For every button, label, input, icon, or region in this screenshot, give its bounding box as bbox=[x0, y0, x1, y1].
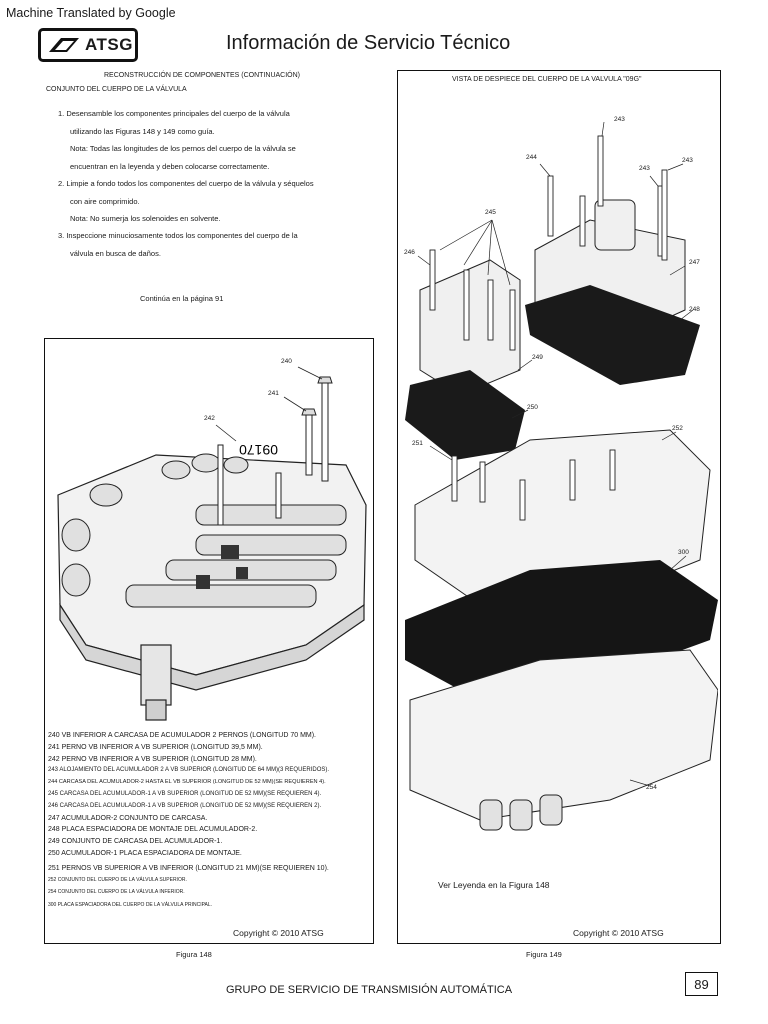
logo-text: ATSG bbox=[85, 35, 133, 54]
step-line: con aire comprimido. bbox=[70, 197, 140, 206]
legend-item: 252 CONJUNTO DEL CUERPO DE LA VÁLVULA SU… bbox=[48, 876, 187, 883]
figure-148-label: Figura 148 bbox=[176, 950, 212, 959]
callout-240: 240 bbox=[281, 358, 292, 365]
step-line: 2. Limpie a fondo todos los componentes … bbox=[58, 179, 314, 188]
machine-translated-label: Machine Translated by Google bbox=[6, 6, 176, 20]
figure-149-label: Figura 149 bbox=[526, 950, 562, 959]
callout-243: 243 bbox=[639, 165, 650, 172]
callout-249: 249 bbox=[532, 354, 543, 361]
legend-item: 244 CARCASA DEL ACUMULADOR-2 HASTA EL VB… bbox=[48, 779, 326, 786]
legend-item: 254 CONJUNTO DEL CUERPO DE LA VÁLVULA IN… bbox=[48, 888, 185, 895]
figure-148-copyright: Copyright © 2010 ATSG bbox=[233, 928, 324, 938]
legend-item: 246 CARCASA DEL ACUMULADOR-1 A VB SUPERI… bbox=[48, 802, 322, 809]
step-line: encuentran en la leyenda y deben colocar… bbox=[70, 162, 270, 171]
see-legend-note: Ver Leyenda en la Figura 148 bbox=[438, 880, 550, 890]
legend-item: 240 VB INFERIOR A CARCASA DE ACUMULADOR … bbox=[48, 732, 317, 739]
callout-248: 248 bbox=[689, 306, 700, 313]
valve-body-assembly-illustration: 09170 bbox=[57, 366, 367, 721]
callout-246: 246 bbox=[404, 249, 415, 256]
step-line: 3. Inspeccione minuciosamente todos los … bbox=[58, 231, 298, 240]
step-line: utilizando las Figuras 148 y 149 como gu… bbox=[70, 127, 215, 136]
page-number: 89 bbox=[685, 972, 718, 996]
legend-item: 245 CARCASA DEL ACUMULADOR-1 A VB SUPERI… bbox=[48, 790, 322, 797]
step-line: válvula en busca de daños. bbox=[70, 249, 161, 258]
atsg-logo: ATSG bbox=[38, 28, 138, 62]
figure-149-heading: VISTA DE DESPIECE DEL CUERPO DE LA VALVU… bbox=[452, 76, 642, 83]
callout-247: 247 bbox=[689, 259, 700, 266]
step-line: Nota: Todas las longitudes de los pernos… bbox=[70, 144, 296, 153]
callout-251: 251 bbox=[412, 440, 423, 447]
continued-note: Continúa en la página 91 bbox=[140, 294, 224, 303]
callout-244: 244 bbox=[526, 154, 537, 161]
step-line: 1. Desensamble los componentes principal… bbox=[58, 109, 290, 118]
part-number-mark: 09170 bbox=[239, 442, 278, 458]
page-title: Información de Servicio Técnico bbox=[226, 32, 511, 54]
valve-body-exploded-view-illustration bbox=[405, 121, 718, 831]
callout-242: 242 bbox=[204, 415, 215, 422]
figure-148-legend: 240 VB INFERIOR A CARCASA DE ACUMULADOR … bbox=[48, 730, 370, 912]
callout-252: 252 bbox=[672, 425, 683, 432]
callout-254: 254 bbox=[646, 784, 657, 791]
callout-241: 241 bbox=[268, 390, 279, 397]
legend-item: 242 PERNO VB INFERIOR A VB SUPERIOR (LON… bbox=[48, 755, 257, 763]
callout-243: 243 bbox=[614, 116, 625, 123]
legend-item: 241 PERNO VB INFERIOR A VB SUPERIOR (LON… bbox=[48, 743, 263, 751]
legend-item: 251 PERNOS VB SUPERIOR A VB INFERIOR (LO… bbox=[48, 864, 329, 872]
callout-300: 300 bbox=[678, 549, 689, 556]
transmission-logo-icon bbox=[49, 38, 79, 52]
step-line: Nota: No sumerja los solenoides en solve… bbox=[70, 214, 221, 223]
legend-item: 300 PLACA ESPACIADORA DEL CUERPO DE LA V… bbox=[48, 901, 213, 908]
callout-245: 245 bbox=[485, 209, 496, 216]
section-heading: RECONSTRUCCIÓN DE COMPONENTES (CONTINUAC… bbox=[104, 72, 301, 79]
subheading: CONJUNTO DEL CUERPO DE LA VÁLVULA bbox=[46, 86, 187, 93]
legend-item: 250 ACUMULADOR-1 PLACA ESPACIADORA DE MO… bbox=[48, 849, 242, 857]
figure-149-panel bbox=[397, 70, 721, 944]
figure-149-copyright: Copyright © 2010 ATSG bbox=[573, 928, 664, 938]
legend-item: 243 ALOJAMIENTO DEL ACUMULADOR 2 A VB SU… bbox=[48, 767, 330, 774]
callout-243: 243 bbox=[682, 157, 693, 164]
callout-250: 250 bbox=[527, 404, 538, 411]
legend-item: 248 PLACA ESPACIADORA DE MONTAJE DEL ACU… bbox=[48, 826, 258, 834]
legend-item: 249 CONJUNTO DE CARCASA DEL ACUMULADOR-1… bbox=[48, 838, 223, 846]
figure-148-panel bbox=[44, 338, 374, 944]
legend-item: 247 ACUMULADOR-2 CONJUNTO DE CARCASA. bbox=[48, 814, 208, 822]
footer-group-name: GRUPO DE SERVICIO DE TRANSMISIÓN AUTOMÁT… bbox=[226, 984, 513, 996]
